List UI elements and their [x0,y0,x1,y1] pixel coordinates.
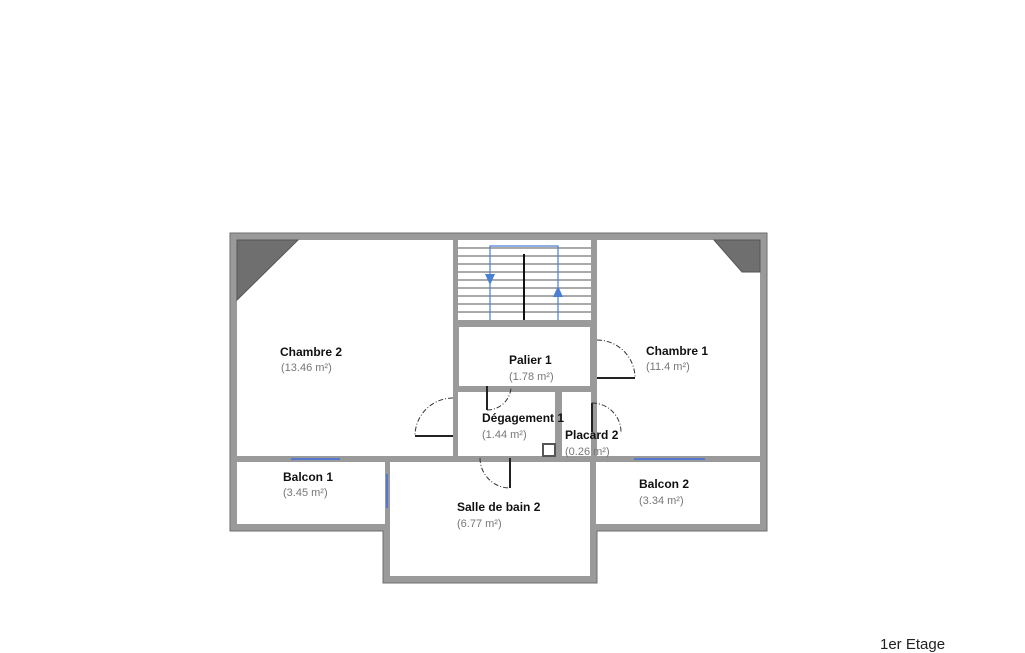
room-area-chambre1: (11.4 m²) [646,361,690,373]
staircase [458,245,591,320]
door-degagement-chambre2 [414,397,454,437]
room-area-placard2: (0.26 m²) [565,446,610,458]
room-area-palier1: (1.78 m²) [509,371,554,383]
door-palier-chambre1 [596,339,636,379]
room-name-degagement1: Dégagement 1 [482,411,564,425]
room-shapes [237,240,760,576]
chambre2-floor [237,240,453,456]
doors [414,339,636,489]
room-name-balcon2: Balcon 2 [639,477,689,491]
room-area-chambre2: (13.46 m²) [281,362,332,374]
room-area-balcon1: (3.45 m²) [283,487,328,499]
windows [291,458,705,508]
palier1-floor [459,327,590,386]
room-area-salledebain2: (6.77 m²) [457,518,502,530]
duct-square [542,443,556,457]
room-labels: Chambre 2 (13.46 m²) Palier 1 (1.78 m²) … [280,344,708,530]
door-degagement-salledebain [479,457,511,489]
room-name-balcon1: Balcon 1 [283,470,333,484]
chambre1-floor [597,240,760,456]
door-palier-degagement [486,386,512,411]
placard2-floor [562,392,591,456]
room-area-balcon2: (3.34 m²) [639,495,684,507]
room-name-palier1: Palier 1 [509,353,552,367]
balcon1-floor [237,462,385,524]
stair-arrowhead-down [485,274,495,285]
corner-ducts [236,239,761,302]
balcon2-floor [596,462,760,524]
degagement1-floor [458,392,555,456]
salledebain2-floor [390,462,590,576]
stair-arrowhead-up [553,286,563,297]
corner-duct-right [712,239,761,273]
room-name-chambre2: Chambre 2 [280,345,342,359]
room-name-salledebain2: Salle de bain 2 [457,500,541,514]
room-area-degagement1: (1.44 m²) [482,429,527,441]
room-name-chambre1: Chambre 1 [646,344,708,358]
room-name-placard2: Placard 2 [565,428,619,442]
door-placard2 [591,402,622,433]
floor-label: 1er Etage [880,636,946,653]
corner-duct-left [236,239,300,302]
